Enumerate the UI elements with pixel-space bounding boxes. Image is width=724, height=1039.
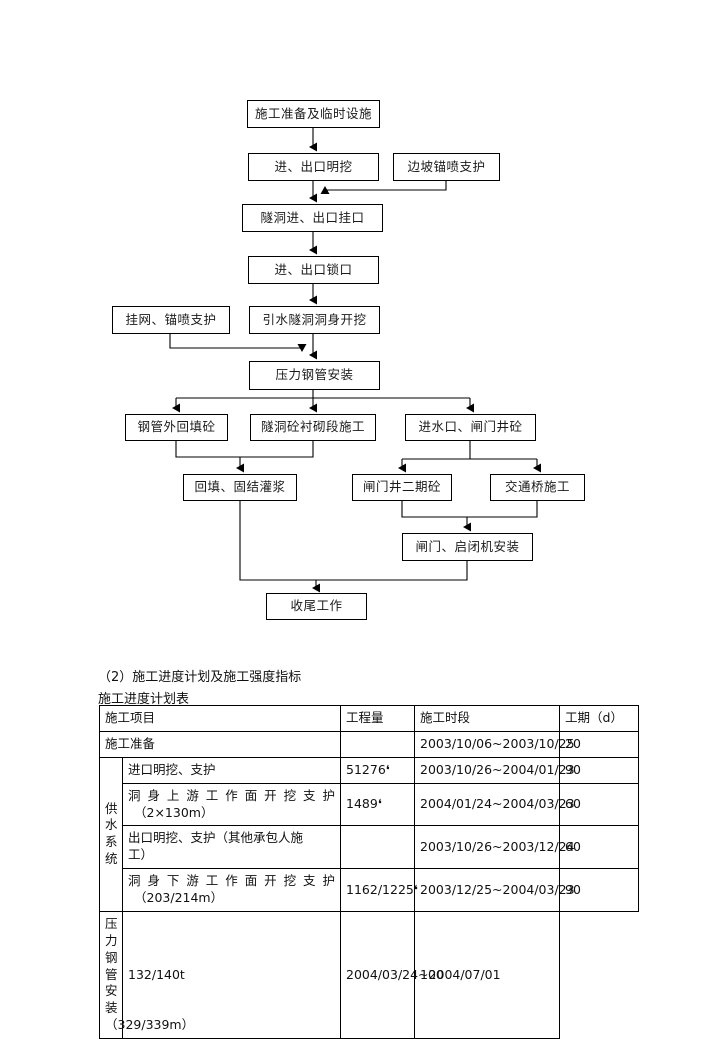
flow-node-label: 钢管外回填砼	[137, 419, 216, 435]
cell-period: 2003/10/06~2003/10/25	[414, 730, 575, 758]
cell-quantity	[340, 825, 416, 870]
cell-item-line1: 出口明挖、支护（其他承包人施	[128, 830, 304, 846]
flow-node-label: 隧洞进、出口挂口	[260, 209, 365, 225]
column-header-duration: 工期（d）	[559, 705, 640, 732]
flowchart-connectors	[169, 128, 541, 593]
flow-node-label: 边坡锚喷支护	[407, 158, 486, 174]
table-row: 洞身下游工作面开挖支护 （203/214m） 1162/1225❛ 2003/1…	[100, 868, 640, 912]
cell-item-line1: 洞身下游工作面开挖支护	[128, 873, 336, 889]
flow-node-label: 引水隧洞洞身开挖	[262, 311, 367, 327]
table-header-row: 施工项目 工程量 施工时段 工期（d）	[98, 705, 640, 732]
flow-node-site-preparation[interactable]: 施工准备及临时设施	[247, 100, 380, 128]
cell-item: 洞身上游工作面开挖支护 （2×130m）	[121, 782, 342, 827]
flow-node-label: 进水口、闸门井砼	[418, 419, 523, 435]
cell-item-line2: 工）	[128, 847, 154, 863]
table-row: 出口明挖、支护（其他承包人施 工） 2003/10/26~2003/12/24 …	[100, 825, 640, 870]
cell-item: 出口明挖、支护（其他承包人施 工）	[121, 825, 342, 870]
flow-node-label: 压力钢管安装	[275, 367, 354, 383]
table-row: 压力钢管安装（329/339m） 132/140t 2004/03/24~200…	[99, 910, 639, 1039]
cell-item-line1: 洞身上游工作面开挖支护	[128, 787, 336, 803]
flow-node-label: 隧洞砼衬砌段施工	[260, 419, 365, 435]
cell-item: 施工准备	[98, 730, 342, 758]
cell-period: 2003/10/26~2003/12/24	[414, 825, 575, 870]
column-header-period: 施工时段	[414, 705, 561, 732]
cell-duration: 20	[559, 730, 640, 758]
group-label-char: 统	[105, 851, 118, 867]
flow-node-label: 闸门、启闭机安装	[415, 538, 520, 554]
flow-node-diversion-tunnel-body-excavation[interactable]: 引水隧洞洞身开挖	[249, 306, 380, 334]
section-heading: （2）施工进度计划及施工强度指标	[98, 670, 302, 685]
table-row: 施工准备 2003/10/06~2003/10/25 20	[98, 730, 640, 758]
table-row: 洞身上游工作面开挖支护 （2×130m） 1489❛ 2004/01/24~20…	[100, 782, 640, 827]
flow-node-gate-shaft-second-stage-concrete[interactable]: 闸门井二期砼	[352, 474, 452, 501]
construction-flowchart: 施工准备及临时设施 进、出口明挖 边坡锚喷支护 隧洞进、出口挂口 进、出口锁口 …	[112, 100, 585, 620]
flow-node-mesh-anchor-shotcrete[interactable]: 挂网、锚喷支护	[112, 306, 230, 334]
table-caption: 施工进度计划表	[98, 692, 190, 707]
cell-period: 2004/03/24~2004/07/01	[340, 910, 501, 1039]
flow-node-backfill-concrete-outside-pipe[interactable]: 钢管外回填砼	[125, 414, 228, 441]
flow-node-portal-lock[interactable]: 进、出口锁口	[248, 256, 379, 284]
flow-node-penstock-installation[interactable]: 压力钢管安装	[249, 361, 380, 390]
group-label-char: 系	[105, 834, 118, 850]
cell-duration: 90	[559, 868, 640, 912]
flow-node-tunnel-concrete-lining[interactable]: 隧洞砼衬砌段施工	[250, 414, 376, 441]
flow-node-label: 施工准备及临时设施	[254, 105, 372, 121]
cell-item: 洞身下游工作面开挖支护 （203/214m）	[121, 868, 342, 912]
flow-node-traffic-bridge-construction[interactable]: 交通桥施工	[490, 474, 585, 501]
flow-node-tunnel-portal-hookup[interactable]: 隧洞进、出口挂口	[242, 204, 383, 232]
flow-node-label: 进、出口明挖	[274, 158, 353, 174]
flow-node-label: 闸门井二期砼	[362, 479, 441, 495]
table-row: 供 水 系 统 进口明挖、支护 51276❛ 2003/10/26~2004/0…	[99, 756, 640, 912]
cell-duration: 60	[559, 782, 640, 827]
construction-schedule-table: 施工项目 工程量 施工时段 工期（d） 施工准备 2003/10/06~2003…	[98, 705, 640, 1039]
cell-item: 进口明挖、支护	[121, 756, 342, 784]
flow-node-portal-open-excavation[interactable]: 进、出口明挖	[248, 153, 379, 181]
flow-node-slope-anchor-shotcrete[interactable]: 边坡锚喷支护	[393, 153, 500, 181]
flow-node-label: 交通桥施工	[504, 479, 570, 495]
cell-duration: 60	[559, 825, 640, 870]
group-label-char: 水	[105, 817, 118, 833]
flow-node-backfill-consolidation-grouting[interactable]: 回填、固结灌浆	[183, 474, 297, 501]
flow-node-label: 进、出口锁口	[274, 261, 353, 277]
flow-node-finishing-work[interactable]: 收尾工作	[266, 593, 367, 620]
flow-node-label: 收尾工作	[290, 598, 343, 614]
cell-item: 压力钢管安装（329/339m）	[99, 910, 194, 1039]
cell-period: 2003/10/26~2004/01/23	[414, 756, 575, 784]
cell-quantity	[340, 730, 416, 758]
cell-quantity: 132/140t	[121, 910, 342, 1039]
group-label-char: 供	[105, 800, 118, 816]
cell-quantity: 51276❛	[340, 756, 416, 784]
flow-node-intake-and-gate-shaft-concrete[interactable]: 进水口、闸门井砼	[405, 414, 536, 441]
cell-item-line2: （2×130m）	[134, 804, 214, 820]
cell-group-label: 供 水 系 统	[99, 756, 123, 912]
cell-period: 2004/01/24~2004/03/23	[414, 782, 575, 827]
flow-node-gate-and-hoist-installation[interactable]: 闸门、启闭机安装	[402, 533, 533, 561]
cell-duration: 90	[559, 756, 640, 784]
column-header-item: 施工项目	[98, 705, 342, 732]
cell-item-line2: （203/214m）	[134, 890, 224, 905]
column-header-quantity: 工程量	[340, 705, 416, 732]
flow-node-label: 回填、固结灌浆	[194, 479, 286, 495]
cell-quantity: 1162/1225❛	[340, 868, 418, 912]
cell-period: 2003/12/25~2004/03/23	[414, 868, 575, 912]
cell-quantity: 1489❛	[340, 782, 416, 827]
flow-node-label: 挂网、锚喷支护	[125, 311, 217, 327]
